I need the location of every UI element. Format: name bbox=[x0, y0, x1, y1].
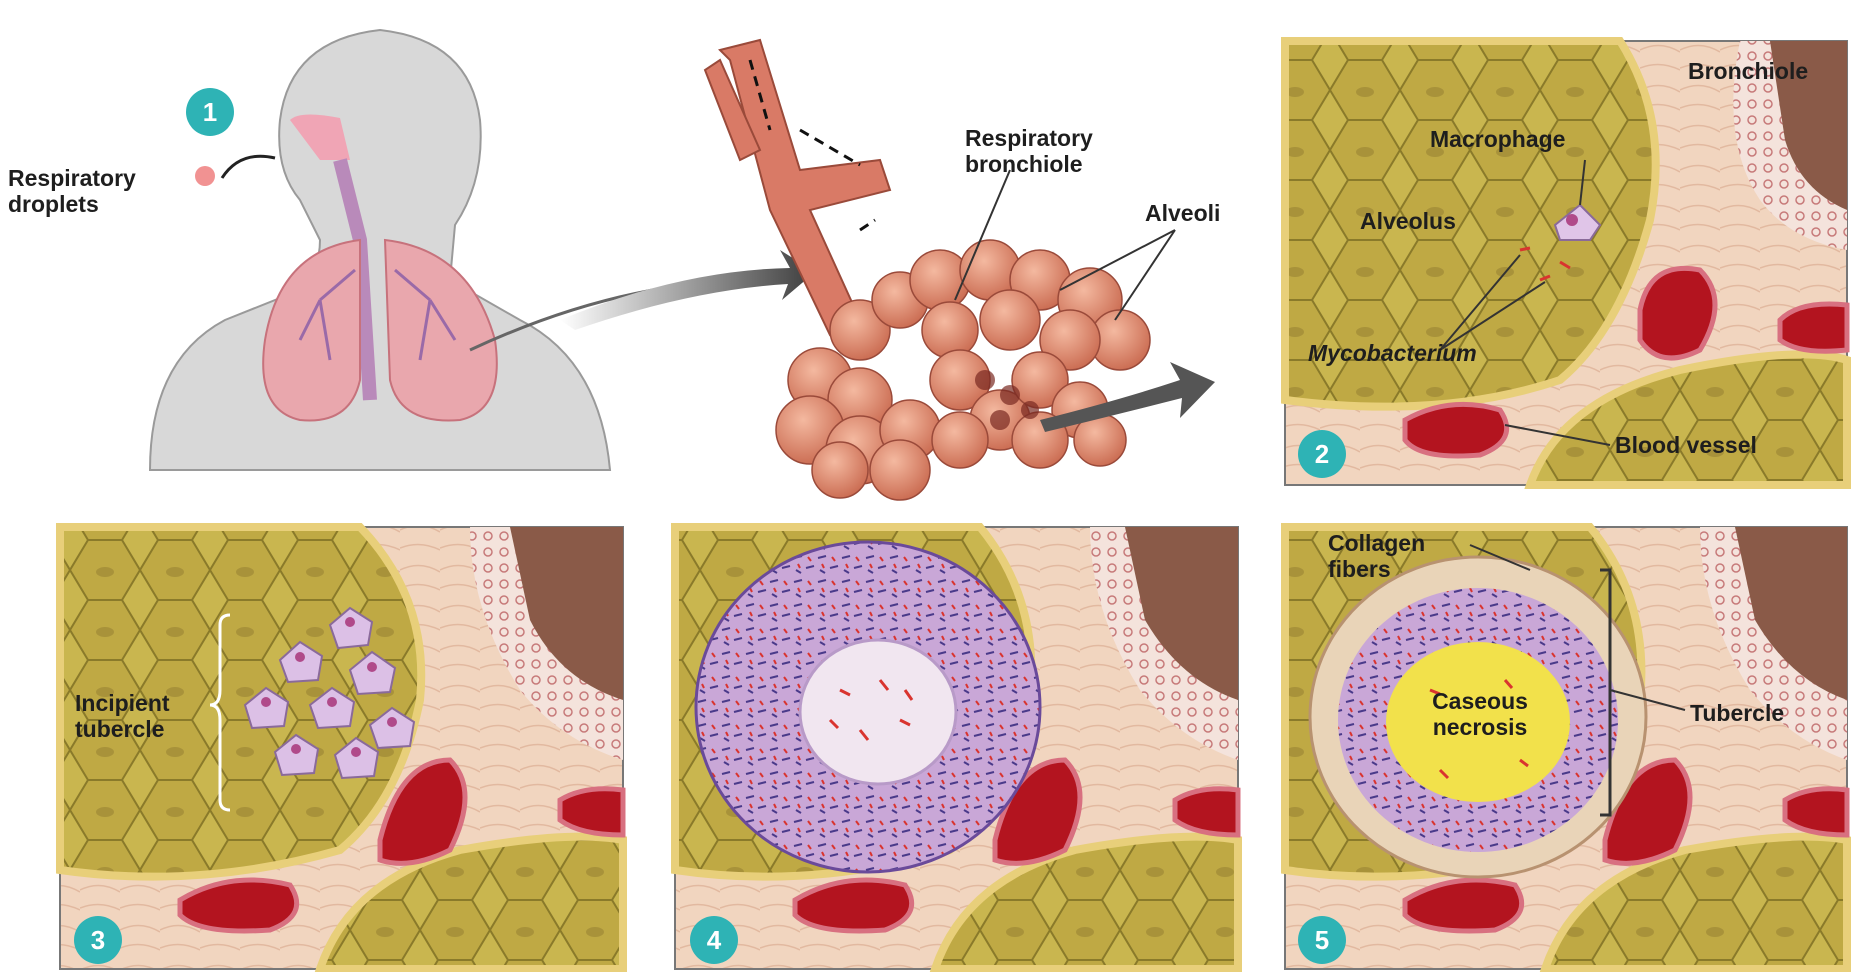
step-badge-1: 1 bbox=[186, 88, 234, 136]
label-macrophage: Macrophage bbox=[1430, 126, 1565, 152]
arrow-icon bbox=[222, 156, 275, 178]
label-bronchiole: Bronchiole bbox=[1688, 58, 1808, 84]
panel-3-incipient-tubercle bbox=[60, 527, 623, 969]
arrow-icon bbox=[560, 250, 815, 330]
label-alveolus: Alveolus bbox=[1360, 208, 1456, 234]
label-blood-vessel: Blood vessel bbox=[1615, 432, 1757, 458]
droplets-icon bbox=[195, 166, 215, 186]
panel-4-granuloma bbox=[675, 527, 1238, 969]
panel-2-alveolus-view bbox=[1285, 41, 1847, 485]
step-badge-3: 3 bbox=[74, 916, 122, 964]
label-respiratory-bronchiole: Respiratory bronchiole bbox=[965, 125, 1093, 177]
label-caseous-necrosis: Caseous necrosis bbox=[1420, 688, 1540, 740]
panel-5-tubercle bbox=[1285, 527, 1847, 969]
label-collagen-fibers: Collagen fibers bbox=[1328, 530, 1425, 582]
label-alveoli: Alveoli bbox=[1145, 200, 1220, 226]
step-badge-2: 2 bbox=[1298, 430, 1346, 478]
step-badge-4: 4 bbox=[690, 916, 738, 964]
label-tubercle: Tubercle bbox=[1690, 700, 1784, 726]
granuloma-core-icon bbox=[800, 640, 956, 784]
label-respiratory-droplets: Respiratory droplets bbox=[8, 165, 136, 217]
label-incipient-tubercle: Incipient tubercle bbox=[75, 690, 170, 742]
label-mycobacterium: Mycobacterium bbox=[1308, 340, 1477, 366]
step-badge-5: 5 bbox=[1298, 916, 1346, 964]
blood-vessel-icon bbox=[1640, 268, 1715, 358]
blood-vessel-icon bbox=[1405, 404, 1507, 456]
